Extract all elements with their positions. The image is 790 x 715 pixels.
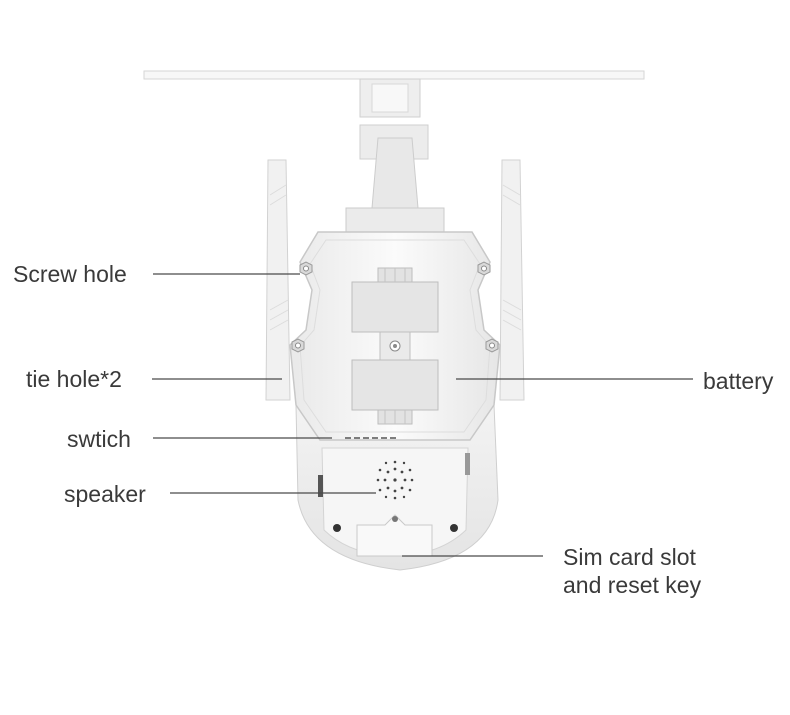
tie-center-connector [379,331,411,361]
tie-block-upper [351,267,439,333]
screw-hole-mid-right [485,338,499,353]
tie-block-lower [351,359,439,425]
leader-lines [152,273,693,557]
right-antenna [499,159,525,401]
screw-hole-mid-left [291,338,305,353]
screw-hole-top-right [477,261,491,276]
screw-holes [291,261,499,353]
label-speaker: speaker [64,481,146,507]
solar-panel-edge [143,70,645,80]
camera-head [295,404,499,571]
label-sim-line-1: Sim card slot [563,544,696,570]
label-tie-hole: tie hole*2 [26,366,122,392]
label-sim-card-slot: Sim card slot and reset key [563,543,701,599]
left-antenna [265,159,291,401]
label-switch: swtich [67,426,131,452]
screw-hole-top-left [299,261,313,276]
label-battery: battery [703,368,774,394]
speaker-grille [376,460,414,500]
label-screw-hole: Screw hole [13,261,127,287]
tie-blocks [351,267,439,425]
label-sim-line-2: and reset key [563,572,702,598]
mounting-bracket [345,78,445,233]
